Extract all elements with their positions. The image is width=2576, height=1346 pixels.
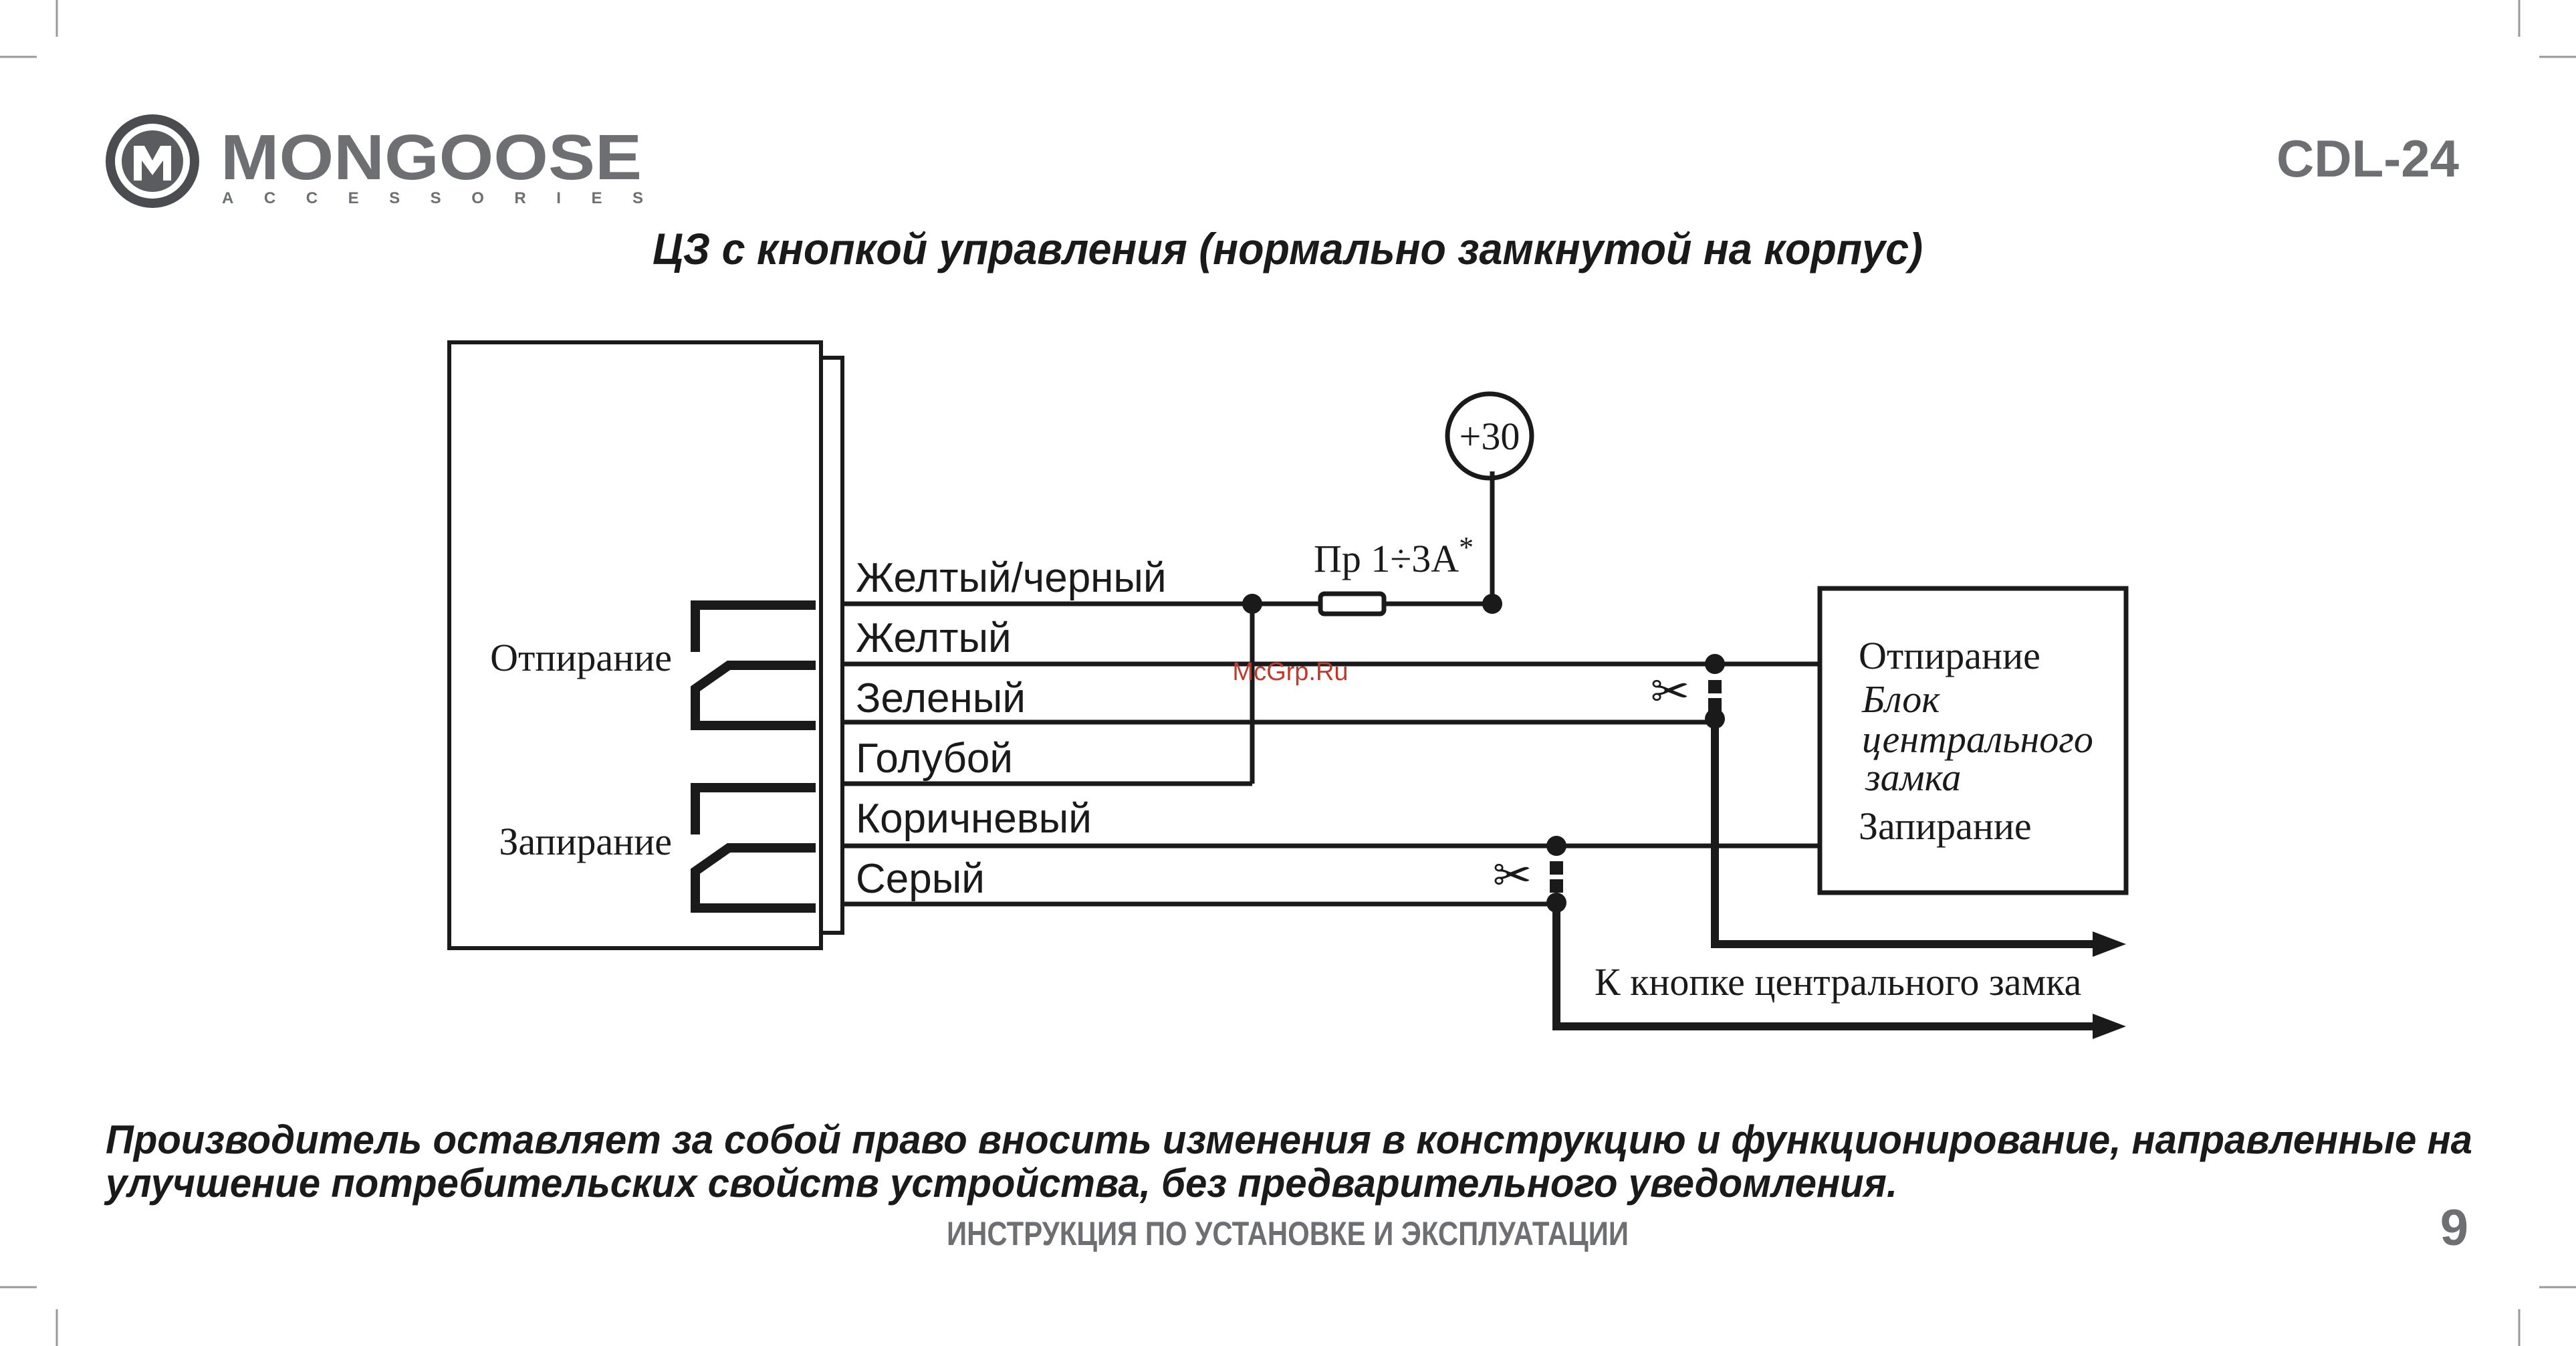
arrow-icons: [2093, 931, 2126, 1039]
lock-relay: [691, 783, 816, 913]
block-name: замка: [1865, 756, 1961, 799]
fuse-icon: [1318, 591, 1387, 616]
central-lock-block-text: Отпирание Блок центрального замка Запира…: [1859, 634, 2093, 848]
unlock-relay: [691, 600, 816, 730]
fuse-footnote-mark: *: [1459, 531, 1474, 564]
power-label: +30: [1459, 415, 1520, 458]
scissors-icon: ✂: [1651, 664, 1690, 719]
logo-m-icon: [134, 146, 171, 181]
wire-label: Коричневый: [856, 796, 1092, 842]
block-lock-label: Запирание: [1859, 804, 2032, 848]
model-name: CDL-24: [2276, 129, 2459, 188]
arrow-right-icon: [2093, 931, 2126, 957]
fuse-rating: Пр 1÷3А: [1314, 537, 1459, 580]
brand-name: MONGOOSE: [221, 122, 642, 193]
wire-label: Желтый: [856, 615, 1012, 661]
manual-title: ИНСТРУКЦИЯ ПО УСТАНОВКЕ И ЭКСПЛУАТАЦИИ: [947, 1215, 1629, 1252]
wire-label: Зеленый: [856, 675, 1026, 721]
disclaimer-line-2: улучшение потребительских свойств устрой…: [104, 1161, 1897, 1206]
scissors-icon: ✂: [1493, 848, 1532, 903]
wire-label: Серый: [856, 856, 985, 902]
block-name: Блок: [1861, 677, 1940, 721]
central-lock-block: [1817, 586, 2129, 895]
output-wires: [842, 471, 1820, 907]
lock-relay-label: Запирание: [499, 820, 672, 863]
wiring-diagram: [447, 340, 2129, 1039]
unlock-relay-label: Отпирание: [490, 636, 672, 679]
button-lines: [1552, 719, 2093, 1030]
junction-dots: [1242, 594, 1725, 913]
block-unlock-label: Отпирание: [1859, 634, 2040, 677]
disclaimer-line-1: Производитель оставляет за собой право в…: [106, 1117, 2472, 1162]
power-terminal-icon: [1445, 391, 1534, 481]
diagram-title: ЦЗ с кнопкой управления (нормально замкн…: [653, 224, 1923, 273]
block-name: центрального: [1862, 717, 2093, 761]
button-destination-label: К кнопке центрального замка: [1595, 960, 2081, 1004]
cut-marks: [1550, 680, 1722, 893]
wire-label: Желтый/черный: [856, 555, 1167, 601]
arrow-right-icon: [2093, 1014, 2126, 1039]
watermark: McGrp.Ru: [1232, 658, 1348, 686]
fuse-label: Пр 1÷3А*: [1314, 531, 1474, 580]
connector-strip: [819, 356, 844, 935]
wire-labels: Желтый/черный Желтый Зеленый Голубой Кор…: [856, 555, 1167, 902]
brand-logo: MONGOOSE ACCESSORIES: [106, 114, 643, 208]
wire-label: Голубой: [856, 736, 1013, 782]
page-number: 9: [2440, 1200, 2468, 1256]
